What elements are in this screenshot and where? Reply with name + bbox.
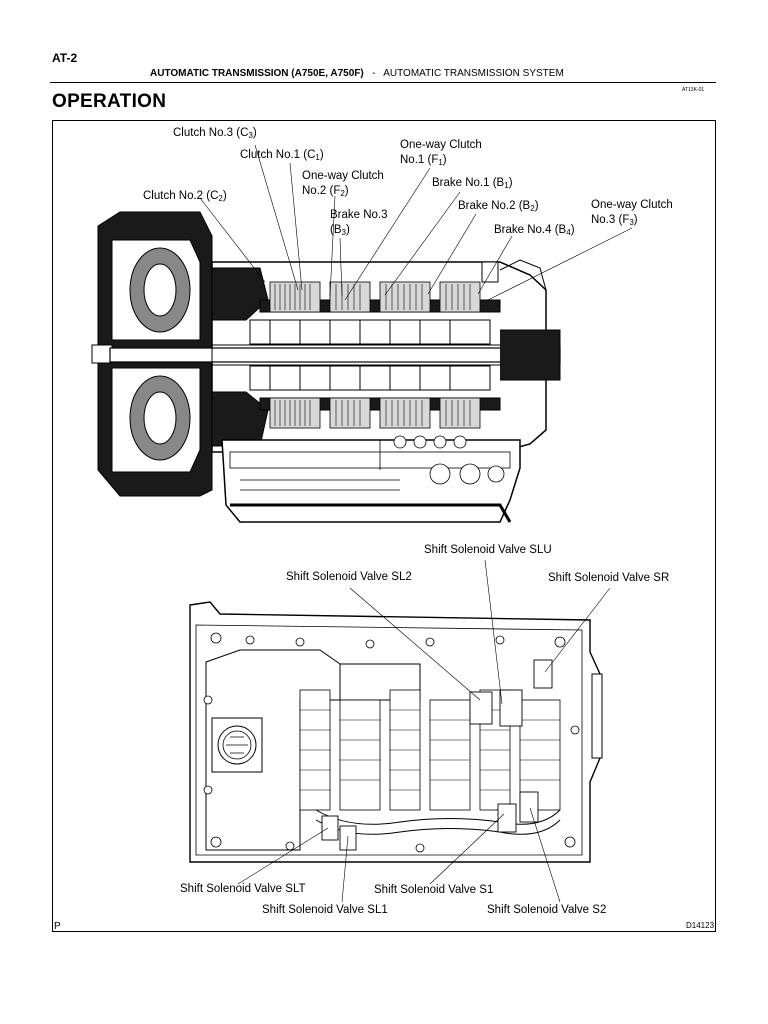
label-solenoid-sl1: Shift Solenoid Valve SL1 [262,904,388,916]
corner-mark: P [54,921,61,932]
running-header: AUTOMATIC TRANSMISSION (A750E, A750F) - … [150,68,564,79]
section-title: OPERATION [52,91,167,112]
transmission-cross-section [91,211,561,523]
valve-body-view [189,601,603,863]
ref-code: AT13K-01 [682,87,705,93]
doc-title: AUTOMATIC TRANSMISSION (A750E, A750F) [150,68,364,79]
label-clutch-no3: Clutch No.3 (C3) [173,127,257,140]
label-brake-no4: Brake No.4 (B4) [494,224,575,237]
label-brake-no3: Brake No.3(B3) [330,209,388,237]
label-solenoid-slu: Shift Solenoid Valve SLU [424,544,552,556]
label-clutch-no1: Clutch No.1 (C1) [240,149,324,162]
lower-leader-lines [237,559,611,903]
figure-frame [52,120,716,932]
section-name: AUTOMATIC TRANSMISSION SYSTEM [383,68,564,79]
label-brake-no1: Brake No.1 (B1) [432,177,513,190]
label-clutch-no2: Clutch No.2 (C2) [143,190,227,203]
header-rule [50,82,716,83]
label-solenoid-s1: Shift Solenoid Valve S1 [374,884,494,896]
label-solenoid-sr: Shift Solenoid Valve SR [548,572,670,584]
figure-code: D14123 [686,921,715,930]
label-solenoid-slt: Shift Solenoid Valve SLT [180,883,306,895]
label-brake-no2: Brake No.2 (B2) [458,200,539,213]
header-separator: - [372,68,376,79]
upper-leader-lines [199,144,633,301]
label-solenoid-s2: Shift Solenoid Valve S2 [487,904,607,916]
label-solenoid-sl2: Shift Solenoid Valve SL2 [286,571,412,583]
page-id: AT-2 [52,51,78,65]
